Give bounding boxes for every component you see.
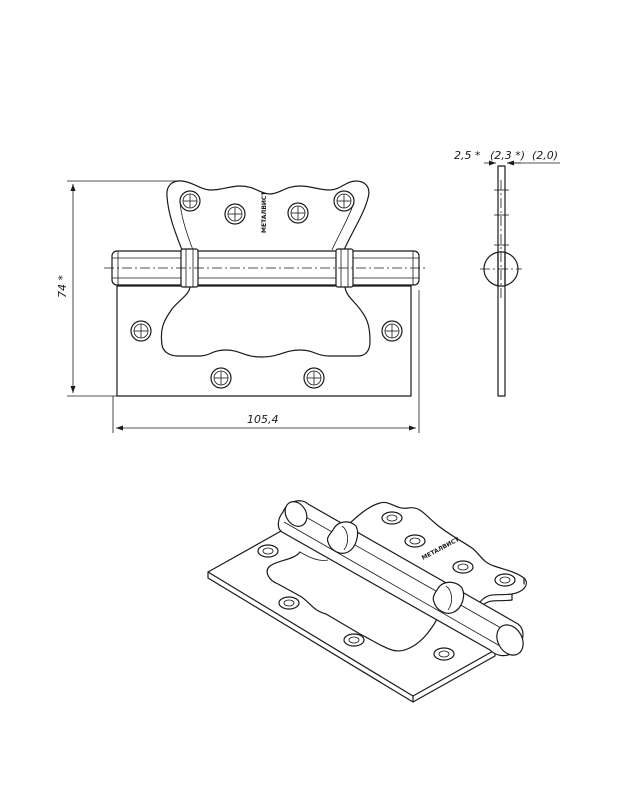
- screw-hole-icon: [210, 367, 232, 389]
- side-view: 2,5 * (2,3 *) (2,0): [454, 149, 560, 397]
- thickness-label-alt1: (2,3 *): [490, 149, 525, 162]
- iso-knuckle-ring-left: [326, 521, 359, 554]
- front-view: METAЛBИCT 74 * 10: [56, 180, 428, 433]
- thickness-label-alt2: (2,0): [532, 149, 558, 162]
- thickness-label-main: 2,5 *: [454, 149, 481, 162]
- lower-leaf-cutout: [160, 285, 371, 358]
- screw-hole-icon: [343, 633, 365, 647]
- iso-upper-plate: [344, 501, 527, 613]
- height-dimension: 74 *: [56, 180, 180, 397]
- iso-knuckle-ring-right: [432, 581, 465, 614]
- upper-leaf: [166, 180, 370, 251]
- iso-lower-cutout: [266, 551, 440, 652]
- screw-hole-icon: [130, 320, 152, 342]
- width-dimension: 105,4: [112, 290, 420, 433]
- brand-mark-front: METAЛBИCT: [261, 191, 268, 233]
- screw-hole-icon: [278, 596, 300, 610]
- lower-leaf: [116, 285, 412, 397]
- screw-hole-icon: [287, 202, 309, 224]
- screw-hole-icon: [303, 367, 325, 389]
- screw-hole-icon: [179, 190, 201, 212]
- screw-hole-icon: [494, 573, 516, 587]
- iso-barrel-end: [496, 624, 524, 656]
- screw-hole-icon: [404, 534, 426, 548]
- screw-hole-icon: [381, 320, 403, 342]
- screw-hole-icon: [333, 190, 355, 212]
- screw-hole-icon: [433, 647, 455, 661]
- screw-hole-icon: [224, 203, 246, 225]
- width-label: 105,4: [247, 413, 279, 426]
- height-label: 74 *: [56, 275, 69, 298]
- screw-hole-icon: [381, 511, 403, 525]
- screw-hole-icon: [452, 560, 474, 574]
- screw-hole-icon: [257, 544, 279, 558]
- isometric-view: METAЛBИCT: [207, 500, 527, 703]
